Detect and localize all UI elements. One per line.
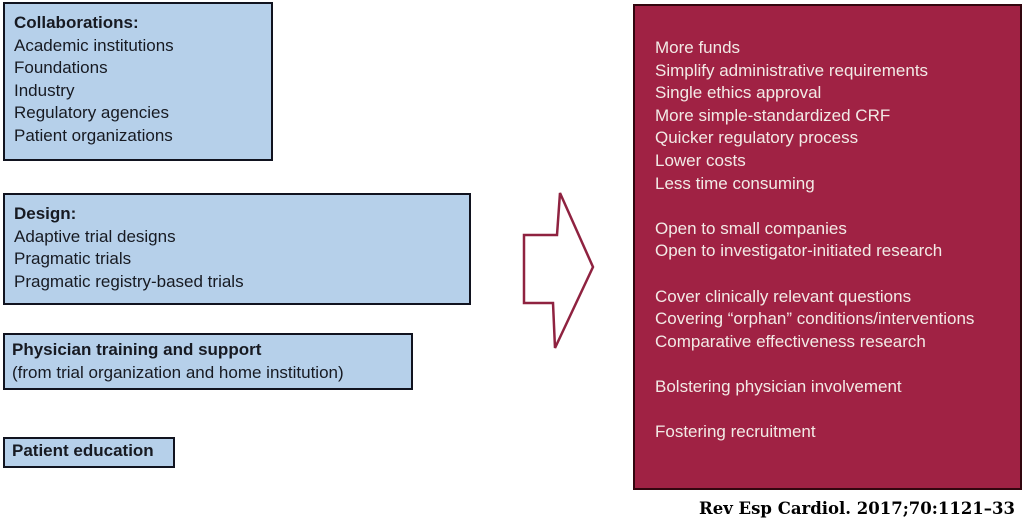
list-item: Single ethics approval bbox=[655, 83, 822, 103]
list-item: Patient organizations bbox=[14, 125, 173, 145]
collaborations-box: Collaborations: Academic institutions Fo… bbox=[3, 2, 273, 161]
list-item: Adaptive trial designs bbox=[14, 226, 176, 246]
right-block-arrow-icon bbox=[514, 184, 606, 362]
list-item: Bolstering physician involvement bbox=[655, 376, 902, 396]
list-item: Lower costs bbox=[655, 150, 746, 170]
list-item: Open to small companies bbox=[655, 218, 847, 238]
list-item: Covering “orphan” conditions/interventio… bbox=[655, 309, 975, 329]
list-item: Fostering recruitment bbox=[655, 422, 816, 442]
benefits-group-relevance: Cover clinically relevant questions Cove… bbox=[655, 286, 1008, 354]
list-item: Quicker regulatory process bbox=[655, 128, 859, 148]
list-item: Comparative effectiveness research bbox=[655, 331, 926, 351]
list-item: Cover clinically relevant questions bbox=[655, 286, 912, 306]
list-item: Regulatory agencies bbox=[14, 103, 169, 123]
benefits-group-involvement: Bolstering physician involvement bbox=[655, 376, 1008, 399]
benefits-panel: More funds Simplify administrative requi… bbox=[633, 4, 1022, 490]
list-item: More simple-standardized CRF bbox=[655, 105, 891, 125]
box-title: Physician training and support bbox=[12, 340, 262, 359]
patient-education-box: Patient education bbox=[3, 437, 175, 468]
list-item: Pragmatic registry-based trials bbox=[14, 271, 244, 291]
citation: Rev Esp Cardiol. 2017;70:1121–33 bbox=[699, 499, 1015, 518]
box-title: Collaborations: bbox=[14, 13, 139, 32]
list-item: More funds bbox=[655, 38, 741, 57]
box-subtitle: (from trial organization and home instit… bbox=[12, 362, 344, 382]
design-box: Design: Adaptive trial designs Pragmatic… bbox=[3, 193, 471, 305]
list-item: Foundations bbox=[14, 58, 108, 78]
list-item: Simplify administrative requirements bbox=[655, 60, 929, 80]
list-item: Less time consuming bbox=[655, 173, 815, 193]
benefits-group-openness: Open to small companies Open to investig… bbox=[655, 218, 1008, 263]
box-title: Design: bbox=[14, 204, 77, 223]
benefits-group-process: More funds Simplify administrative requi… bbox=[655, 37, 1008, 195]
list-item: Pragmatic trials bbox=[14, 249, 132, 269]
list-item: Academic institutions bbox=[14, 35, 174, 55]
box-title: Patient education bbox=[12, 441, 154, 460]
list-item: Open to investigator-initiated research bbox=[655, 241, 943, 261]
list-item: Industry bbox=[14, 80, 75, 100]
benefits-group-recruitment: Fostering recruitment bbox=[655, 421, 1008, 444]
physician-training-box: Physician training and support (from tri… bbox=[3, 333, 413, 390]
